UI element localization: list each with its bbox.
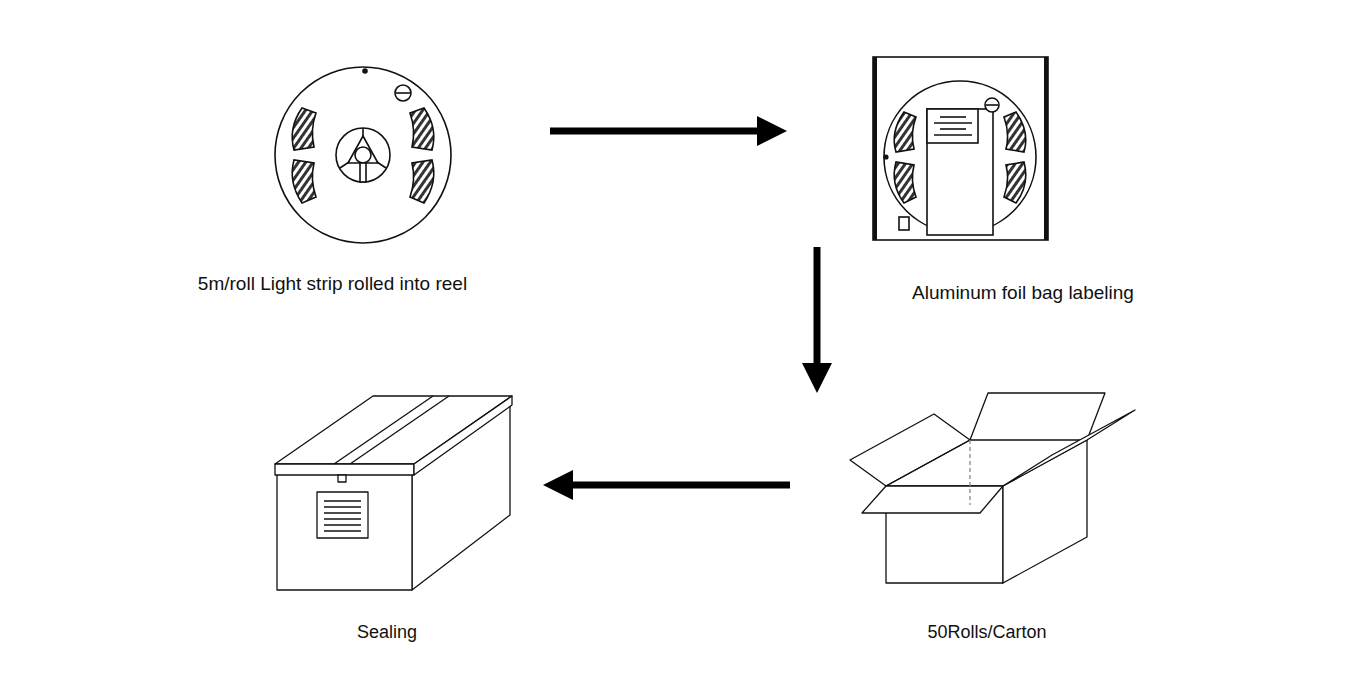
arrow-shaft xyxy=(814,247,821,365)
arrow-shaft xyxy=(550,128,759,135)
arrow-head xyxy=(757,116,787,146)
arrow-head xyxy=(543,470,573,500)
open-carton-illustration xyxy=(850,393,1135,583)
arrow-shaft xyxy=(571,482,790,489)
carton-step: 50Rolls/Carton xyxy=(848,390,1126,650)
step-caption: 50Rolls/Carton xyxy=(788,621,1186,643)
sealed-box-illustration xyxy=(275,396,512,590)
step-caption: Sealing xyxy=(210,621,564,643)
step-caption: Aluminum foil bag labeling xyxy=(818,282,1228,304)
step-caption: 5m/roll Light strip rolled into reel xyxy=(105,273,560,295)
flow-arrow xyxy=(550,116,787,146)
flow-arrow xyxy=(802,247,832,393)
sealing-step: Sealing xyxy=(270,390,504,650)
flow-arrow xyxy=(543,470,790,500)
reel-illustration xyxy=(275,67,451,243)
foil-bag-step: Aluminum foil bag labeling xyxy=(878,55,1168,305)
foil-bag-illustration xyxy=(873,57,1048,240)
arrow-head xyxy=(802,363,832,393)
reel-step: 5m/roll Light strip rolled into reel xyxy=(165,60,500,300)
